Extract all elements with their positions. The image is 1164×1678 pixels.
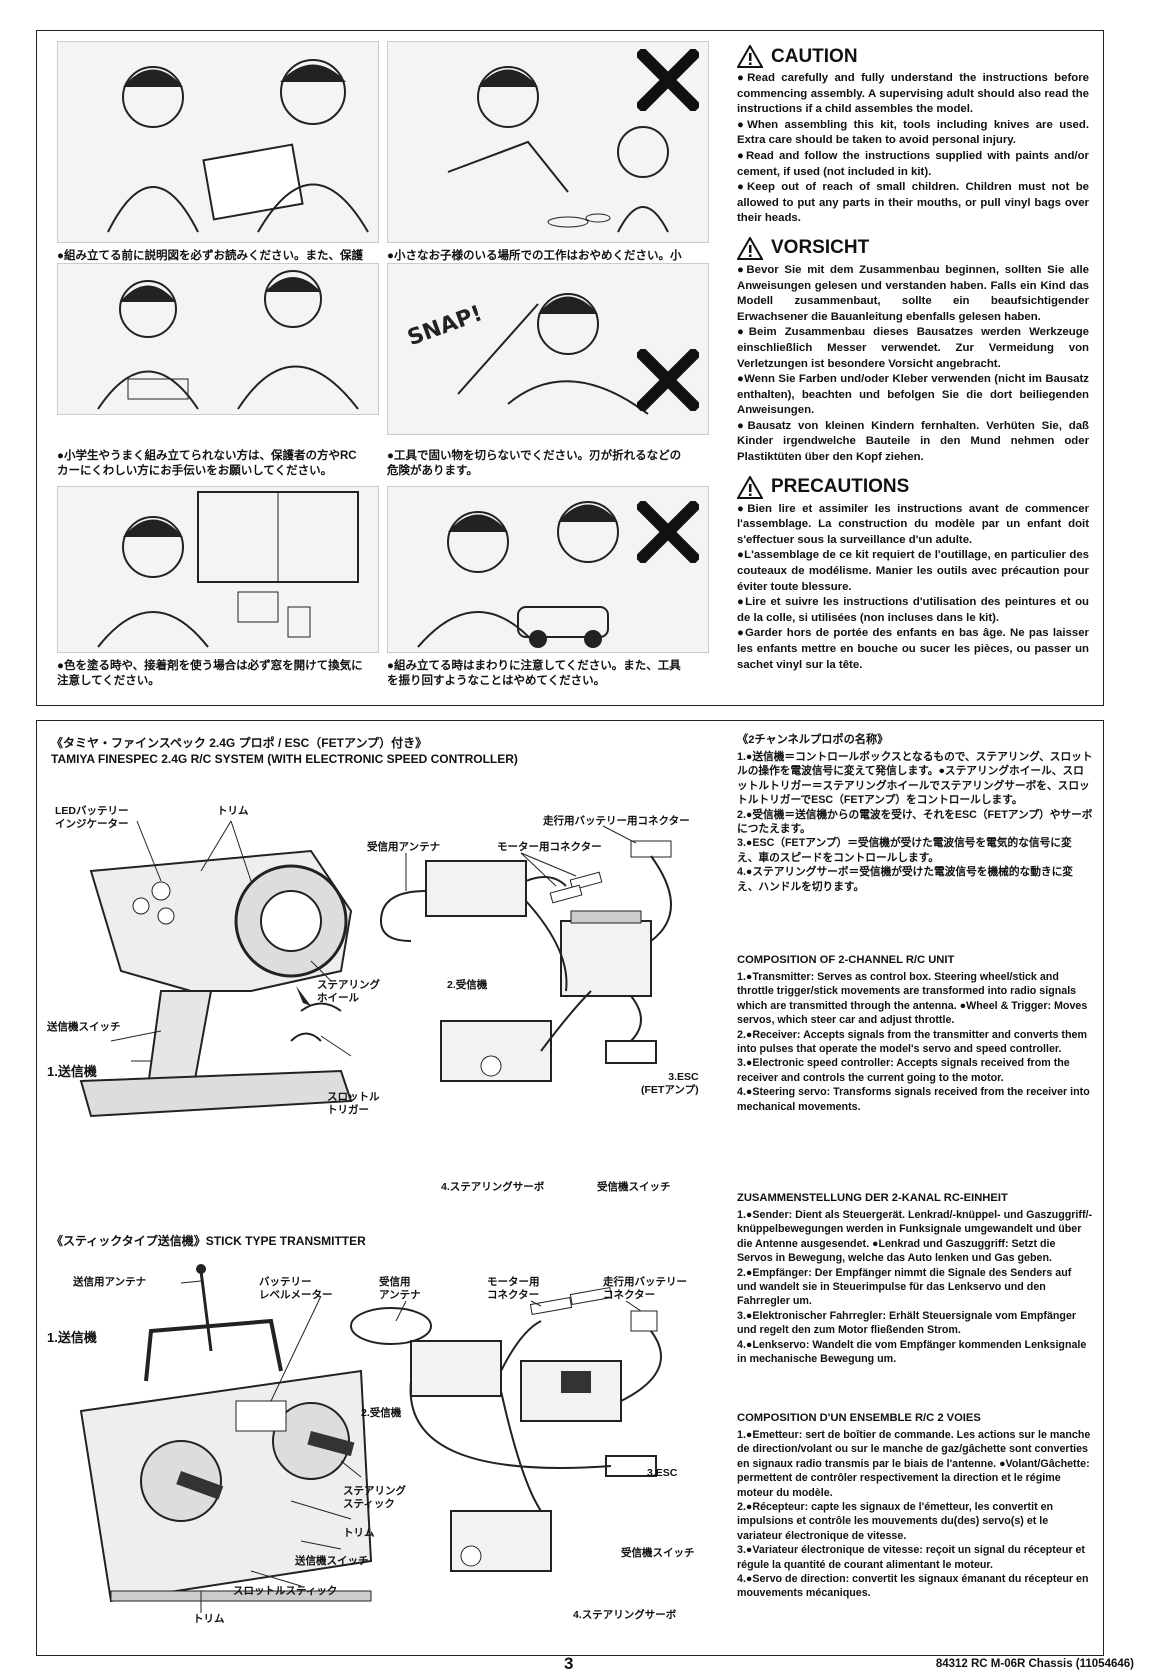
- label-rx-antenna: 受信用アンテナ: [367, 841, 441, 853]
- warning-triangle-icon: [737, 236, 763, 260]
- illustration-adult-help: [57, 263, 379, 415]
- label-stick-rx-antenna: 受信用 アンテナ: [379, 1276, 421, 1301]
- names-jp-section: 《2チャンネルプロポの名称》 1.●送信機＝コントロールボックスとなるもので、ス…: [737, 733, 1093, 894]
- label-steering-stick: ステアリング スティック: [343, 1485, 406, 1510]
- composition-fr-item: 2.●Récepteur: capte les signaux de l'éme…: [737, 1501, 1054, 1542]
- composition-fr-item: 1.●Emetteur: sert de boîtier de commande…: [737, 1429, 1091, 1499]
- label-stick-esc: 3.ESC: [647, 1467, 678, 1479]
- precautions-item: ●L'assemblage de ce kit requiert de l'ou…: [737, 549, 1089, 593]
- label-throttle-trigger: スロットル トリガー: [327, 1091, 380, 1116]
- prohibited-x-icon: [637, 349, 699, 411]
- composition-de-item: 2.●Empfänger: Der Empfänger nimmt die Si…: [737, 1266, 1072, 1308]
- precautions-item: ●Bien lire et assimiler les instructions…: [737, 502, 1089, 546]
- composition-en-section: COMPOSITION OF 2-CHANNEL R/C UNIT 1.●Tra…: [737, 953, 1093, 1114]
- label-battery-meter: バッテリー レベルメーター: [259, 1276, 333, 1301]
- label-stick-rx-switch: 受信機スイッチ: [621, 1547, 695, 1559]
- warning-triangle-icon: [737, 475, 763, 499]
- safety-panel: ●組み立てる前に説明図を必ずお読みください。また、保護者の方もお読みください。 …: [36, 30, 1104, 706]
- caution-item: ●Keep out of reach of small children. Ch…: [737, 181, 1089, 225]
- label-battery-connector: 走行用バッテリー用コネクター: [543, 815, 690, 827]
- rc-system-panel: 《タミヤ・ファインスペック 2.4G プロポ / ESC（FETアンプ）付き》 …: [36, 720, 1104, 1656]
- label-steering-wheel: ステアリング ホイール: [317, 979, 380, 1004]
- caption-jp-4: ●工具で固い物を切らないでください。刃が折れるなどの危険があります。: [387, 450, 682, 477]
- vorsicht-block: VORSICHT ●Bevor Sie mit dem Zusammenbau …: [737, 236, 1089, 466]
- system-title-en: TAMIYA FINESPEC 2.4G R/C SYSTEM (WITH EL…: [51, 752, 518, 766]
- composition-de-heading: ZUSAMMENSTELLUNG DER 2-KANAL RC-EINHEIT: [737, 1192, 1008, 1204]
- system-title-jp: 《タミヤ・ファインスペック 2.4G プロポ / ESC（FETアンプ）付き》: [51, 736, 428, 750]
- label-stick-transmitter: 1.送信機: [47, 1330, 97, 1345]
- label-tx-antenna: 送信用アンテナ: [73, 1276, 147, 1288]
- composition-de-item: 4.●Lenkservo: Wandelt die vom Empfänger …: [737, 1338, 1087, 1366]
- label-rx-switch: 受信機スイッチ: [597, 1181, 671, 1193]
- caution-item: ●When assembling this kit, tools includi…: [737, 118, 1089, 147]
- label-stick-motor-connector: モーター用 コネクター: [487, 1276, 540, 1301]
- label-stick-trim-2: トリム: [193, 1613, 225, 1625]
- composition-fr-item: 4.●Servo de direction: convertit les sig…: [737, 1573, 1089, 1600]
- names-jp-item: 4.●ステアリングサーボ＝受信機が受けた電波信号を機械的な動きに変え、ハンドルを…: [737, 866, 1073, 893]
- prohibited-x-icon: [637, 501, 699, 563]
- label-esc: 3.ESC (FETアンプ): [641, 1071, 699, 1096]
- composition-de-item: 3.●Elektronischer Fahrregler: Erhält Ste…: [737, 1309, 1077, 1337]
- label-stick-servo: 4.ステアリングサーボ: [573, 1609, 677, 1621]
- label-throttle-stick: スロットルスティック: [233, 1585, 338, 1597]
- precautions-item: ●Garder hors de portée des enfants en ba…: [737, 627, 1089, 671]
- vorsicht-item: ●Bausatz von kleinen Kindern fernhalten.…: [737, 419, 1089, 464]
- prohibited-x-icon: [637, 49, 699, 111]
- composition-en-item: 1.●Transmitter: Serves as control box. S…: [737, 971, 1088, 1027]
- precautions-item: ●Lire et suivre les instructions d'utili…: [737, 596, 1089, 624]
- label-stick-receiver: 2.受信機: [361, 1407, 402, 1419]
- illustration-reading-instructions: [57, 41, 379, 243]
- label-stick-trim: トリム: [343, 1527, 375, 1539]
- composition-de-section: ZUSAMMENSTELLUNG DER 2-KANAL RC-EINHEIT …: [737, 1191, 1093, 1366]
- composition-en-item: 4.●Steering servo: Transforms signals re…: [737, 1086, 1090, 1113]
- stick-title: 《スティックタイプ送信機》STICK TYPE TRANSMITTER: [51, 1234, 366, 1248]
- composition-fr-item: 3.●Variateur électronique de vitesse: re…: [737, 1544, 1085, 1571]
- label-led-indicator: LEDバッテリー インジケーター: [55, 805, 129, 830]
- caution-item: ●Read and follow the instructions suppli…: [737, 149, 1089, 178]
- precautions-block: PRECAUTIONS ●Bien lire et assimiler les …: [737, 475, 1089, 674]
- vorsicht-item: ●Wenn Sie Farben und/oder Kleber verwend…: [737, 373, 1089, 417]
- stick-transmitter-diagram: [79, 1264, 662, 1613]
- label-steering-servo: 4.ステアリングサーボ: [441, 1181, 545, 1193]
- caption-jp-3: ●小学生やうまく組み立てられない方は、保護者の方やRCカーにくわしい方にお手伝い…: [57, 450, 357, 477]
- names-jp-item: 1.●送信機＝コントロールボックスとなるもので、ステアリング、スロットルの操作を…: [737, 751, 1093, 807]
- composition-de-item: 1.●Sender: Dient als Steuergerät. Lenkra…: [737, 1209, 1093, 1265]
- composition-en-item: 2.●Receiver: Accepts signals from the tr…: [737, 1028, 1087, 1056]
- composition-fr-section: COMPOSITION D'UN ENSEMBLE R/C 2 VOIES 1.…: [737, 1411, 1093, 1601]
- label-receiver: 2.受信機: [447, 979, 488, 991]
- composition-en-heading: COMPOSITION OF 2-CHANNEL R/C UNIT: [737, 954, 955, 966]
- warnings-column: CAUTION ●Read carefully and fully unders…: [737, 45, 1089, 683]
- warning-triangle-icon: [737, 45, 763, 68]
- vorsicht-item: ●Bevor Sie mit dem Zusammenbau beginnen,…: [737, 263, 1089, 323]
- page-number: 3: [564, 1654, 574, 1673]
- vorsicht-item: ●Beim Zusammenbau dieses Bausatzes werde…: [737, 326, 1089, 370]
- caption-jp-6: ●組み立てる時はまわりに注意してください。また、工具を振り回すようなことはやめて…: [387, 660, 681, 687]
- composition-en-item: 3.●Electronic speed controller: Accepts …: [737, 1057, 1070, 1084]
- names-jp-heading: 《2チャンネルプロポの名称》: [737, 734, 889, 746]
- caption-jp-5: ●色を塗る時や、接着剤を使う場合は必ず窓を開けて換気に注意してください。: [57, 660, 363, 687]
- caution-block: CAUTION ●Read carefully and fully unders…: [737, 45, 1089, 227]
- illustration-ventilation: [57, 486, 379, 653]
- label-stick-tx-switch: 送信機スイッチ: [295, 1555, 369, 1567]
- label-trim: トリム: [217, 805, 249, 817]
- label-transmitter: 1.送信機: [47, 1064, 97, 1079]
- caution-item: ●Read carefully and fully understand the…: [737, 72, 1089, 116]
- names-jp-item: 3.●ESC（FETアンプ）＝受信機が受けた電波信号を電気的な信号に変え、車のス…: [737, 837, 1072, 864]
- label-tx-switch: 送信機スイッチ: [47, 1021, 121, 1033]
- snap-text: SNAP!: [404, 301, 485, 351]
- illustration-tool-snap: SNAP!: [387, 263, 709, 435]
- names-jp-item: 2.●受信機＝送信機からの電波を受け、それをESC（FETアンプ）やサーボにつた…: [737, 808, 1093, 836]
- pistol-transmitter-diagram: [79, 820, 672, 1118]
- label-stick-battery-connector: 走行用バッテリー コネクター: [603, 1276, 687, 1301]
- caution-heading: CAUTION: [771, 45, 858, 67]
- precautions-heading: PRECAUTIONS: [771, 476, 910, 498]
- label-motor-connector: モーター用コネクター: [497, 841, 602, 853]
- composition-fr-heading: COMPOSITION D'UN ENSEMBLE R/C 2 VOIES: [737, 1412, 981, 1424]
- kit-code: 84312 RC M-06R Chassis (11054646): [935, 1658, 1134, 1670]
- vorsicht-heading: VORSICHT: [771, 237, 870, 259]
